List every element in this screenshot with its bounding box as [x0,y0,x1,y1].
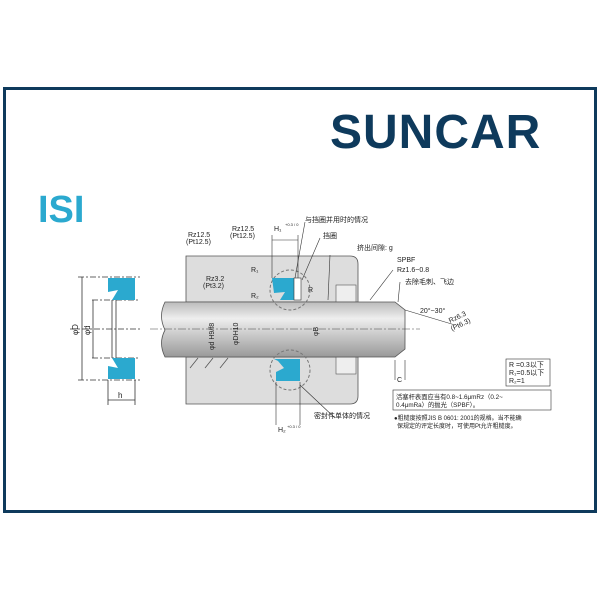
label-deburr: 去除毛刺、飞边 [405,277,454,286]
housing [185,255,359,405]
label-backup-ring: 挡圈 [323,231,337,240]
label-r1: R₁ [251,267,259,274]
dim-phi-B: φB [313,326,320,336]
dim-phi-d: φd [83,325,92,335]
label-extrusion-gap: 挤出间隙: g [357,243,393,252]
label-spbf: SPBF [397,257,415,264]
note-roughness-1: ●粗糙度按照JIS B 0601: 2001的规格。当不能确 [394,414,522,422]
label-pt125-b: (Pt12.5) [230,233,255,240]
radius-row: R =0.3以下 [509,361,544,369]
label-h2-tol: +0.3 / 0 [287,424,301,429]
piston-rod [161,301,406,358]
label-r2: R₂ [251,293,259,300]
note-surface-1: 活塞杆表面应当有0.8~1.6μmRz（0.2~ [396,392,503,401]
product-code: ISI [38,189,84,231]
label-rz32: Rz3.2 [206,276,224,283]
label-r: R [308,287,313,294]
dim-phi-D: φD [71,324,80,335]
installed-seal [269,269,311,391]
note-surface-2: 0.4μmRa）的抛光（SPBF）。 [396,400,479,409]
label-h1-tol: +0.3 / 0 [285,222,299,227]
note-roughness-2: 保规定的评定长度时，可使用Pt允许粗糙度。 [397,422,517,430]
page-frame [3,87,597,513]
notes: 活塞杆表面应当有0.8~1.6μmRz（0.2~ 0.4μmRa）的抛光（SPB… [392,389,552,430]
label-seal-only: 密封件单体的情况 [314,411,370,420]
seal-cross-section [70,276,140,405]
label-rz125-b: Rz12.5 [232,226,254,233]
label-rz125-a: Rz12.5 [188,232,210,239]
label-pt125-a: (Pt12.5) [186,239,211,246]
label-h2: H₂ [278,427,286,434]
dim-phi-d-h9f8: φd H9/f8 [209,323,216,350]
label-angle: 20°~30° [420,307,445,315]
logo-text: SUNCAR [330,106,541,159]
label-h1: H₁ [274,226,282,233]
radius-row: R₁=0.5以下 [509,369,544,377]
dim-phi-DH10: φDH10 [233,322,240,345]
label-with-backup-ring: 与挡圈并用时的情况 [305,215,368,224]
dim-c: C [397,377,402,384]
radius-table: R =0.3以下 R₁=0.5以下 R₂=1 [505,358,551,387]
suncar-logo: SUNCAR [330,106,541,159]
label-rz16: Rz1.6~0.8 [397,267,429,274]
label-pt32: (Pt3.2) [203,283,224,290]
radius-row: R₂=1 [509,378,525,385]
dim-h: h [118,391,122,400]
